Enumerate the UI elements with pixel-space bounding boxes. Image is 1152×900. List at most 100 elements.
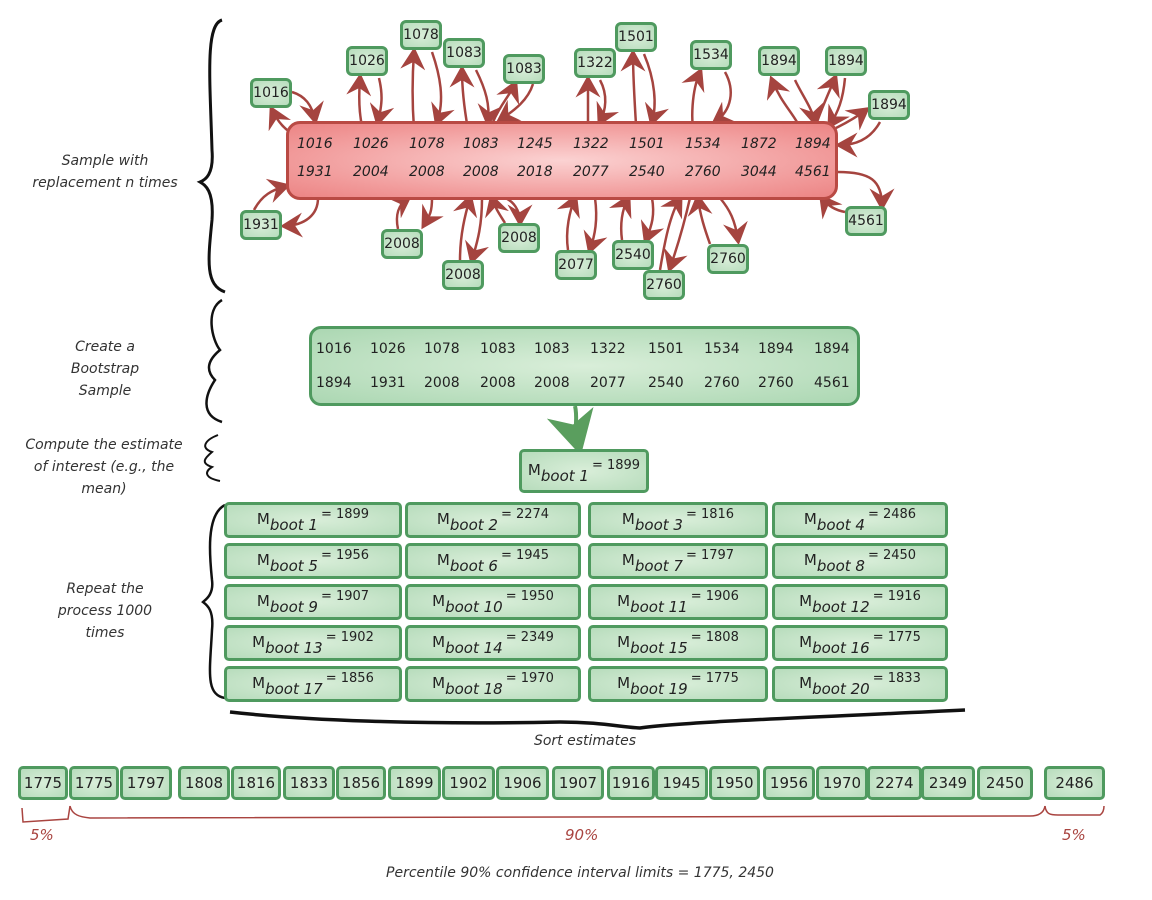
original-value: 1894 (795, 136, 831, 152)
draw-box: 1026 (346, 46, 388, 76)
boot-index: boot 11 (630, 597, 688, 616)
draw-arrow (608, 193, 632, 241)
boot-estimate-box: Mboot 12= 1916 (772, 584, 948, 620)
boot-estimate-box: Mboot 20= 1833 (772, 666, 948, 702)
draw-arrow (766, 75, 799, 123)
original-value: 2004 (353, 164, 389, 180)
bootstrap-value: 1931 (370, 375, 406, 391)
boot-index: boot 6 (449, 556, 498, 575)
boot-estimate-box: Mboot 14= 2349 (405, 625, 581, 661)
draw-arrow (793, 79, 824, 127)
brace-compute (203, 434, 221, 482)
draw-arrow (252, 178, 291, 211)
draw-arrow (421, 197, 444, 230)
boot-value: = 2349 (505, 629, 554, 645)
boot-value: = 1899 (320, 506, 370, 522)
sorted-estimate-box: 1899 (388, 766, 441, 800)
boot-index: boot 10 (445, 597, 503, 616)
bootstrap-value: 2008 (480, 375, 516, 391)
original-value: 1872 (741, 136, 777, 152)
m-symbol: M (432, 632, 446, 651)
draw-box: 1078 (400, 20, 442, 50)
draw-box: 2077 (555, 250, 597, 280)
draw-box: 1894 (825, 46, 867, 76)
draw-box: 1931 (240, 210, 282, 240)
draw-arrow (474, 69, 503, 127)
m-symbol: M (803, 550, 817, 569)
sorted-estimate-box: 1916 (607, 766, 655, 800)
boot-estimate-box: Mboot 18= 1970 (405, 666, 581, 702)
boot-index: boot 8 (816, 556, 865, 575)
original-value: 1083 (463, 136, 499, 152)
m-symbol: M (803, 509, 817, 528)
draw-arrow (495, 83, 535, 123)
draw-arrow (710, 71, 737, 125)
draw-arrow (369, 77, 395, 127)
original-value: 1016 (297, 136, 333, 152)
draw-arrow (430, 51, 455, 127)
original-value: 4561 (795, 164, 831, 180)
bootstrap-value: 4561 (814, 375, 850, 391)
ci-result-text: Percentile 90% confidence interval limit… (386, 865, 774, 881)
bootstrap-value: 2760 (704, 375, 740, 391)
m-symbol: M (256, 550, 270, 569)
sorted-estimate-box: 2274 (867, 766, 922, 800)
pct-high-label: 5% (1062, 826, 1086, 844)
boot-value: = 1970 (505, 670, 554, 686)
boot-index: boot 14 (445, 638, 503, 657)
draw-arrow (663, 197, 692, 273)
draw-arrow (818, 194, 846, 220)
m-symbol: M (621, 509, 635, 528)
draw-box: 1083 (443, 38, 485, 68)
boot-value: = 2450 (867, 547, 917, 563)
draw-box: 1534 (690, 40, 732, 70)
draw-arrow (640, 197, 665, 245)
original-value: 2540 (629, 164, 665, 180)
boot-estimate-box: Mboot 16= 1775 (772, 625, 948, 661)
original-value: 2008 (409, 164, 445, 180)
m-symbol: M (436, 550, 450, 569)
boot-value: = 1856 (325, 670, 374, 686)
original-value: 1078 (409, 136, 445, 152)
draw-box: 2760 (643, 270, 685, 300)
bootstrap-value: 1078 (424, 341, 460, 357)
draw-box: 1894 (758, 46, 800, 76)
draw-box: 4561 (845, 206, 887, 236)
boot-index: boot 18 (445, 679, 503, 698)
label-repeat-process: Repeat the process 1000 times (57, 581, 153, 641)
draw-arrow (658, 193, 683, 271)
bootstrap-value: 1894 (316, 375, 352, 391)
sorted-estimate-box: 1775 (69, 766, 119, 800)
brace-sort (229, 708, 966, 730)
sorted-estimate-box: 2349 (921, 766, 975, 800)
draw-arrow (453, 193, 478, 261)
m-symbol: M (256, 509, 270, 528)
label-create-bootstrap: Create a Bootstrap Sample (70, 339, 140, 399)
bootstrap-value: 1894 (758, 341, 794, 357)
pct-mid-label: 90% (565, 826, 599, 844)
original-value: 2077 (573, 164, 609, 180)
draw-box: 2008 (498, 223, 540, 253)
boot-estimate-box: Mboot 4= 2486 (772, 502, 948, 538)
boot-estimate-box: Mboot 9= 1907 (224, 584, 402, 620)
draw-arrow (386, 195, 413, 230)
m-symbol: M (436, 509, 450, 528)
boot-value: = 1808 (690, 629, 739, 645)
boot-estimate-box: Mboot 13= 1902 (224, 625, 402, 661)
bootstrap-value: 1322 (590, 341, 626, 357)
bracket-mid (69, 805, 1046, 819)
draw-arrow (687, 193, 713, 245)
boot-index: boot 15 (630, 638, 688, 657)
bootstrap-value: 1026 (370, 341, 406, 357)
boot-index: boot 13 (265, 638, 323, 657)
sort-estimates-label: Sort estimates (533, 733, 637, 749)
draw-arrow (827, 77, 850, 130)
draw-box: 2540 (612, 240, 654, 270)
bootstrap-value: 2760 (758, 375, 794, 391)
boot-value: = 2274 (500, 506, 550, 522)
m-symbol: M (256, 591, 270, 610)
draw-arrow (583, 197, 608, 255)
m-symbol: M (799, 632, 813, 651)
